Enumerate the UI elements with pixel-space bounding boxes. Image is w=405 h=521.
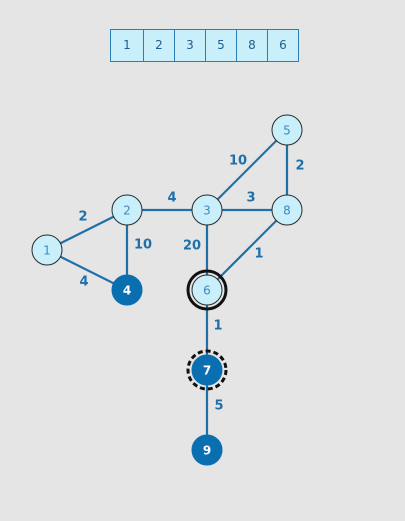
node-layer: 1 2 3 4 5 6 7 8 9 xyxy=(31,114,303,466)
node-circle xyxy=(191,194,223,226)
node-9: 9 xyxy=(191,434,223,466)
weight-label-layer: 2 4 4 10 10 3 20 2 1 1 5 xyxy=(78,154,304,414)
node-circle xyxy=(111,274,143,306)
node-5: 5 xyxy=(271,114,303,146)
node-label: 5 xyxy=(283,124,291,138)
queue-cell: 5 xyxy=(205,30,236,61)
node-3: 3 xyxy=(191,194,223,226)
edge-weight-label: 1 xyxy=(213,319,222,334)
node-label: 3 xyxy=(203,204,211,218)
edge-3-5 xyxy=(206,129,288,211)
current-node-ring xyxy=(186,269,228,311)
edge-weight-label: 4 xyxy=(167,191,176,206)
edge-weight-label: 5 xyxy=(214,399,223,414)
edge-weight-label: 2 xyxy=(295,159,304,174)
dashed-node-ring xyxy=(186,349,228,391)
node-circle xyxy=(271,114,303,146)
node-circle xyxy=(191,434,223,466)
node-label: 9 xyxy=(203,444,211,458)
edge-weight-label: 2 xyxy=(78,210,87,225)
queue-cell: 2 xyxy=(143,30,174,61)
node-label: 6 xyxy=(203,284,211,298)
node-label: 1 xyxy=(43,244,51,258)
queue-cell: 3 xyxy=(174,30,205,61)
node-circle xyxy=(271,194,303,226)
node-label: 4 xyxy=(123,284,131,298)
node-7: 7 xyxy=(186,349,228,391)
queue-cell: 1 xyxy=(111,30,143,61)
edge-8-6 xyxy=(206,209,288,291)
queue-cell: 8 xyxy=(236,30,267,61)
node-label: 2 xyxy=(123,204,131,218)
queue-cell: 6 xyxy=(267,30,298,61)
node-2: 2 xyxy=(111,194,143,226)
edge-weight-label: 4 xyxy=(79,275,88,290)
node-circle xyxy=(191,354,223,386)
node-circle xyxy=(31,234,63,266)
node-circle xyxy=(111,194,143,226)
node-label: 8 xyxy=(283,204,291,218)
edge-weight-label: 1 xyxy=(254,247,263,262)
edge-weight-label: 10 xyxy=(229,154,247,169)
edge-weight-label: 10 xyxy=(134,238,152,253)
node-8: 8 xyxy=(271,194,303,226)
node-4: 4 xyxy=(111,274,143,306)
node-circle xyxy=(191,274,223,306)
node-label: 7 xyxy=(203,364,211,378)
edge-weight-label: 20 xyxy=(183,239,201,254)
edge-layer xyxy=(46,129,289,450)
node-6: 6 xyxy=(186,269,228,311)
edge-weight-label: 3 xyxy=(246,191,255,206)
node-1: 1 xyxy=(31,234,63,266)
